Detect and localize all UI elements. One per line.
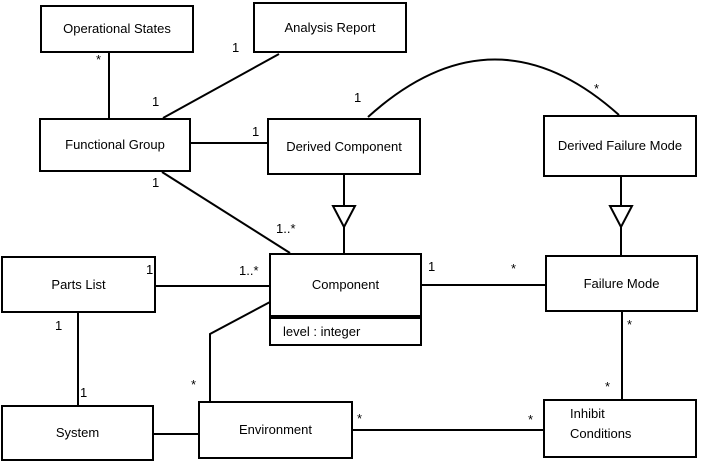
class-failure-mode[interactable]: Failure Mode: [545, 255, 698, 312]
class-name-label: Derived Failure Mode: [557, 138, 683, 153]
multiplicity-label: 1: [428, 259, 436, 274]
class-name-label: Failure Mode: [583, 275, 660, 291]
multiplicity-label: 1: [354, 90, 362, 105]
class-name-label: Component: [311, 277, 380, 292]
assoc-derivedcomponent-derivedfailuremode-arc: [367, 58, 620, 118]
multiplicity-label: *: [605, 379, 611, 394]
class-name-label: Inhibit Conditions: [570, 406, 632, 441]
class-attribute-compartment: level : integer: [271, 317, 420, 344]
class-environment[interactable]: Environment: [198, 401, 353, 459]
multiplicity-label: *: [357, 411, 363, 426]
assoc-component-environment: [209, 301, 271, 401]
class-name-label: System: [55, 425, 100, 440]
class-name-label: Operational States: [63, 21, 171, 36]
multiplicity-label: 1..*: [239, 263, 259, 278]
multiplicity-label: *: [528, 412, 534, 427]
multiplicity-label: *: [594, 81, 600, 96]
multiplicity-label: *: [191, 377, 197, 392]
multiplicity-label: 1..*: [276, 221, 296, 236]
multiplicity-label: *: [627, 317, 633, 332]
generalization-arrowhead: [331, 205, 357, 230]
class-derived-component[interactable]: Derived Component: [267, 118, 421, 175]
multiplicity-label: 1: [152, 175, 160, 190]
class-derived-failure-mode[interactable]: Derived Failure Mode: [543, 115, 697, 177]
generalization-arrowhead: [608, 205, 634, 230]
multiplicity-label: 1: [232, 40, 240, 55]
class-operational-states[interactable]: Operational States: [40, 5, 194, 53]
class-system[interactable]: System: [1, 405, 154, 461]
class-inhibit-conditions[interactable]: Inhibit Conditions: [543, 399, 697, 458]
multiplicity-label: 1: [146, 262, 154, 277]
multiplicity-label: 1: [152, 94, 160, 109]
multiplicity-label: 1: [80, 385, 88, 400]
class-name-label: Parts List: [51, 276, 106, 292]
assoc-funcgroup-analysisreport: [162, 53, 280, 119]
class-name-label: Environment: [239, 422, 312, 437]
multiplicity-label: 1: [252, 124, 260, 139]
class-name-label: Analysis Report: [284, 19, 376, 35]
multiplicity-label: *: [96, 52, 102, 67]
class-parts-list[interactable]: Parts List: [1, 256, 156, 313]
class-component[interactable]: Component level : integer: [269, 253, 422, 346]
class-analysis-report[interactable]: Analysis Report: [253, 2, 407, 53]
multiplicity-label: *: [511, 261, 517, 276]
class-functional-group[interactable]: Functional Group: [39, 118, 191, 172]
class-attribute-label: level : integer: [283, 323, 361, 339]
class-name-compartment: Component: [271, 255, 420, 317]
class-name-label: Derived Component: [286, 138, 402, 154]
multiplicity-label: 1: [55, 318, 63, 333]
assoc-funcgroup-component: [161, 171, 291, 254]
class-name-label: Functional Group: [65, 137, 165, 152]
